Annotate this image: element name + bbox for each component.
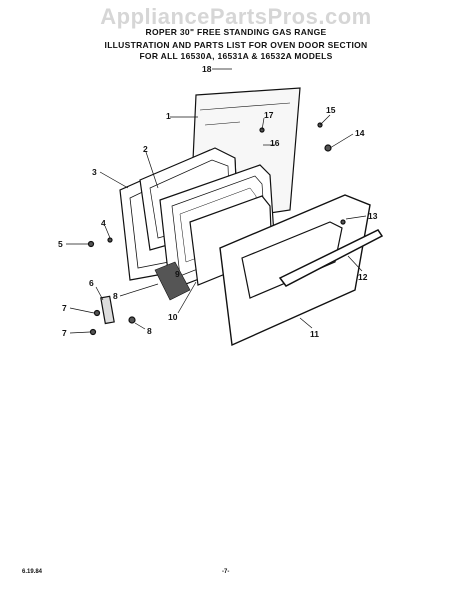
- callout-7b: 7: [62, 328, 67, 338]
- callout-16: 16: [270, 138, 280, 148]
- callout-4: 4: [101, 218, 106, 228]
- callout-1: 1: [166, 111, 171, 121]
- callout-8b: 8: [113, 291, 118, 301]
- part-11-door-window: [241, 221, 343, 299]
- callout-9: 9: [175, 269, 180, 279]
- part-4-screw: [107, 237, 113, 243]
- callout-14: 14: [355, 128, 365, 138]
- part-7-screw-b: [89, 328, 97, 336]
- part-6-hinge: [100, 295, 115, 325]
- callout-5: 5: [58, 239, 63, 249]
- callout-8a: 8: [147, 326, 152, 336]
- callout-13: 13: [368, 211, 378, 221]
- diagram-title: ROPER 30" FREE STANDING GAS RANGE: [145, 27, 327, 37]
- part-14-clip: [324, 144, 332, 152]
- part-5-screw: [87, 240, 95, 248]
- callout-11: 11: [310, 329, 319, 339]
- callout-7a: 7: [62, 303, 67, 313]
- part-12-door-handle: [278, 229, 384, 287]
- part-13-screw: [340, 219, 346, 225]
- model-list: FOR ALL 16530A, 16531A & 16532A MODELS: [139, 51, 333, 61]
- diagram-subtitle: ILLUSTRATION AND PARTS LIST FOR OVEN DOO…: [104, 40, 368, 50]
- part-9-insulation: [154, 261, 191, 301]
- callout-15: 15: [326, 105, 336, 115]
- callout-18: 18: [202, 64, 212, 74]
- part-8-screw: [128, 316, 136, 324]
- part-7-screw-a: [93, 309, 101, 317]
- revision-date: 6.19.84: [22, 569, 43, 575]
- callout-17: 17: [264, 110, 274, 120]
- callout-2: 2: [143, 144, 148, 154]
- leader-lines: [66, 68, 367, 334]
- page-number: -7-: [222, 569, 230, 575]
- callout-3: 3: [92, 167, 97, 177]
- callout-10: 10: [168, 312, 178, 322]
- watermark: AppliancePartsPros.com: [100, 4, 372, 29]
- callout-12: 12: [358, 272, 368, 282]
- callout-6: 6: [89, 278, 94, 288]
